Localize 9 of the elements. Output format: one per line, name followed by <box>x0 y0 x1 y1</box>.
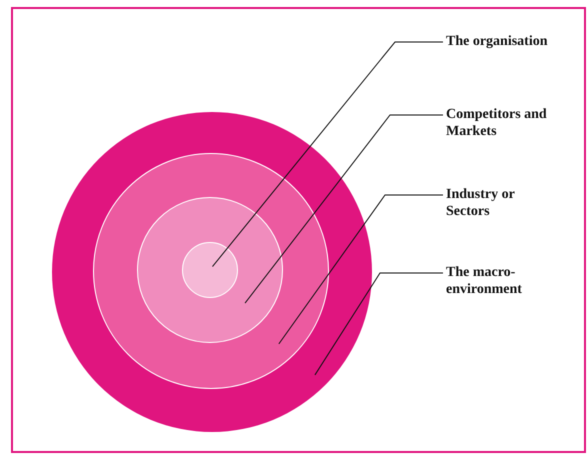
ring-label: Competitors and Markets <box>446 106 558 140</box>
ring <box>182 242 238 298</box>
leader-line <box>212 42 444 268</box>
ring-label: The macro-environment <box>446 264 558 298</box>
leader-line <box>278 194 444 344</box>
ring-label: The organisation <box>446 33 558 50</box>
leader-line <box>314 272 444 376</box>
leader-line <box>244 114 444 304</box>
ring-label: Industry or Sectors <box>446 186 558 220</box>
